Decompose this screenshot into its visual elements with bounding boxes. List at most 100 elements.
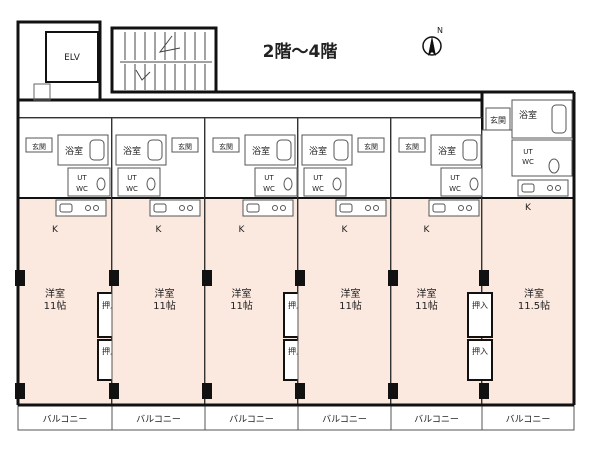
bath-label: 浴室 xyxy=(123,145,141,157)
bathtub-icon xyxy=(276,139,292,161)
stove-icon xyxy=(373,205,379,211)
unit-4: 浴室玄関UTWCK洋室11帖バルコニー xyxy=(295,117,392,431)
wc-label: WC xyxy=(449,185,461,193)
balcony xyxy=(481,405,575,431)
room-size-label: 11帖 xyxy=(230,299,253,312)
balcony-label: バルコニー xyxy=(43,414,88,425)
stove-icon xyxy=(458,205,464,211)
wc-label: WC xyxy=(126,185,138,193)
stairwell xyxy=(110,26,218,94)
stove-icon xyxy=(280,205,286,211)
sink-icon xyxy=(246,203,260,213)
column xyxy=(295,383,305,399)
room-label: 洋室 xyxy=(45,287,65,300)
column xyxy=(109,270,119,286)
column xyxy=(388,383,398,399)
sink-icon xyxy=(339,203,353,213)
stove-icon xyxy=(187,205,193,211)
wc-label: WC xyxy=(522,158,534,166)
closet xyxy=(467,339,493,381)
bathtub-icon xyxy=(147,139,163,161)
door-swing xyxy=(33,83,51,101)
stove-icon xyxy=(365,205,371,211)
entrance xyxy=(171,137,199,153)
kitchen-label: K xyxy=(52,225,59,235)
column xyxy=(295,270,305,286)
closet-label: 押入 xyxy=(472,300,488,310)
unit-2: 浴室玄関UTWCK洋室11帖バルコニー xyxy=(109,117,206,431)
room-label: 洋室 xyxy=(341,287,361,300)
bath-label: 浴室 xyxy=(309,145,327,157)
column xyxy=(109,383,119,399)
balcony xyxy=(204,405,299,431)
room-size-label: 11帖 xyxy=(339,299,362,312)
column xyxy=(388,270,398,286)
kitchen-label: K xyxy=(342,225,349,235)
entrance-label: 玄関 xyxy=(178,142,192,151)
ut-wc-room xyxy=(67,167,111,197)
bathtub-icon xyxy=(462,139,478,161)
closet-label: 押入 xyxy=(288,300,304,310)
toilet-icon xyxy=(332,177,342,191)
room-label: 洋室 xyxy=(232,287,252,300)
stove-icon xyxy=(547,185,553,191)
ut-label: UT xyxy=(313,174,323,182)
balcony-label: バルコニー xyxy=(506,414,551,425)
closet-label: 押入 xyxy=(288,346,304,356)
kitchen-label: K xyxy=(525,203,532,213)
sink-icon xyxy=(432,203,446,213)
bath-label: 浴室 xyxy=(252,145,270,157)
entrance-label: 玄関 xyxy=(405,142,419,151)
bath-label: 浴室 xyxy=(65,145,83,157)
column xyxy=(479,270,489,286)
toilet-icon xyxy=(548,158,560,174)
column xyxy=(15,383,25,399)
entrance-label: 玄関 xyxy=(364,142,378,151)
closet-label: 押入 xyxy=(102,346,118,356)
stove-icon xyxy=(272,205,278,211)
closet-label: 押入 xyxy=(472,346,488,356)
entrance xyxy=(25,137,53,153)
bathtub-icon xyxy=(89,139,105,161)
sink-icon xyxy=(59,203,73,213)
units-layer: 浴室玄関UTWCK洋室11帖押入押入バルコニー浴室玄関UTWCK洋室11帖バルコ… xyxy=(15,99,575,431)
balcony-label: バルコニー xyxy=(136,414,181,425)
outer-walls xyxy=(16,22,576,407)
column xyxy=(15,270,25,286)
toilet-icon xyxy=(146,177,156,191)
entrance-label: 玄関 xyxy=(219,142,233,151)
entrance xyxy=(398,137,426,153)
compass-icon xyxy=(422,36,442,56)
sink-icon xyxy=(521,183,535,193)
stove-icon xyxy=(555,185,561,191)
entrance xyxy=(212,137,240,153)
entrance-label: 玄関 xyxy=(490,115,506,125)
room-area xyxy=(111,197,206,406)
elevator-box xyxy=(45,31,99,83)
room-size-label: 11帖 xyxy=(44,299,67,312)
bath-label: 浴室 xyxy=(519,109,537,121)
room-area xyxy=(204,197,299,406)
balcony-label: バルコニー xyxy=(322,414,367,425)
entrance xyxy=(357,137,385,153)
floor-title: 2階～4階 xyxy=(263,42,338,62)
balcony-label: バルコニー xyxy=(229,414,274,425)
sink-icon xyxy=(153,203,167,213)
kitchen-label: K xyxy=(424,225,431,235)
room-label: 洋室 xyxy=(155,287,175,300)
column xyxy=(202,270,212,286)
elevator-label: ELV xyxy=(64,53,81,63)
toilet-icon xyxy=(283,177,293,191)
unit-3: 浴室玄関UTWCK洋室11帖押入押入バルコニー xyxy=(202,117,309,431)
stove-icon xyxy=(466,205,472,211)
stove-icon xyxy=(93,205,99,211)
compass-north-label: N xyxy=(437,26,443,35)
room-area xyxy=(297,197,392,406)
common-area: ELV 2階～4階 N xyxy=(16,20,484,130)
bathtub-icon xyxy=(551,104,567,134)
column xyxy=(479,383,489,399)
stove-icon xyxy=(85,205,91,211)
closet xyxy=(467,292,493,338)
